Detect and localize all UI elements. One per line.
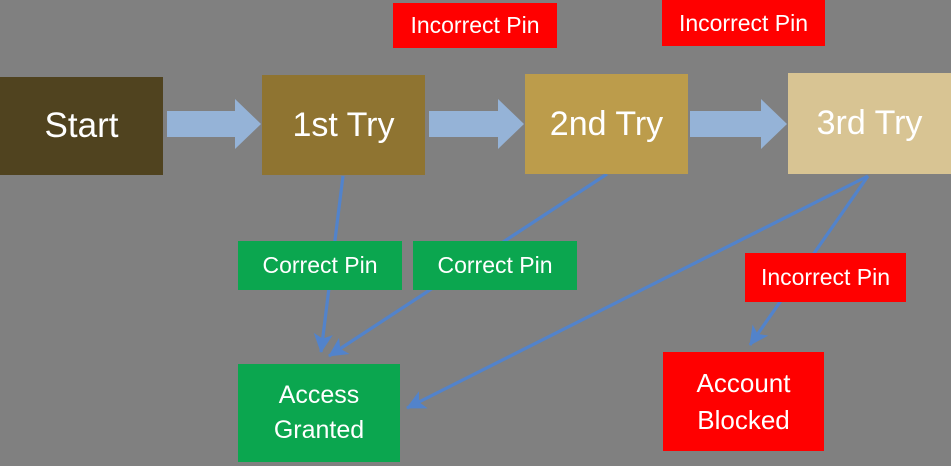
flow-arrow-try2-to-try3 <box>690 99 787 149</box>
node-start: Start <box>0 77 163 175</box>
node-account-blocked-label: Account Blocked <box>696 368 791 435</box>
edge-label-incorrect-pin-3-text: Incorrect Pin <box>760 264 891 290</box>
node-third-try: 3rd Try <box>788 73 951 174</box>
flow-arrow-start-to-try1 <box>167 99 261 149</box>
edge-label-correct-pin-1-text: Correct Pin <box>262 252 378 278</box>
node-access-granted: Access Granted <box>238 364 400 462</box>
edge-label-incorrect-pin-2: Incorrect Pin <box>662 0 825 46</box>
node-second-try-label: 2nd Try <box>549 104 664 143</box>
line-arrow-try3-to-access-granted <box>406 174 869 410</box>
node-start-label: Start <box>44 106 119 145</box>
node-first-try: 1st Try <box>262 75 425 175</box>
node-second-try: 2nd Try <box>525 74 688 174</box>
node-first-try-label: 1st Try <box>292 105 395 144</box>
edge-label-incorrect-pin-1-text: Incorrect Pin <box>410 12 540 38</box>
edge-label-correct-pin-2-text: Correct Pin <box>437 252 553 278</box>
node-account-blocked: Account Blocked <box>663 352 824 451</box>
edge-label-correct-pin-1: Correct Pin <box>238 241 402 290</box>
flow-arrow-try1-to-try2 <box>429 99 524 149</box>
edge-label-incorrect-pin-1: Incorrect Pin <box>393 3 557 48</box>
edge-label-incorrect-pin-3: Incorrect Pin <box>745 253 906 302</box>
edge-label-correct-pin-2: Correct Pin <box>413 241 577 290</box>
edge-label-incorrect-pin-2-text: Incorrect Pin <box>678 9 809 36</box>
node-third-try-label: 3rd Try <box>816 104 923 142</box>
node-access-granted-label: Access Granted <box>273 381 365 444</box>
